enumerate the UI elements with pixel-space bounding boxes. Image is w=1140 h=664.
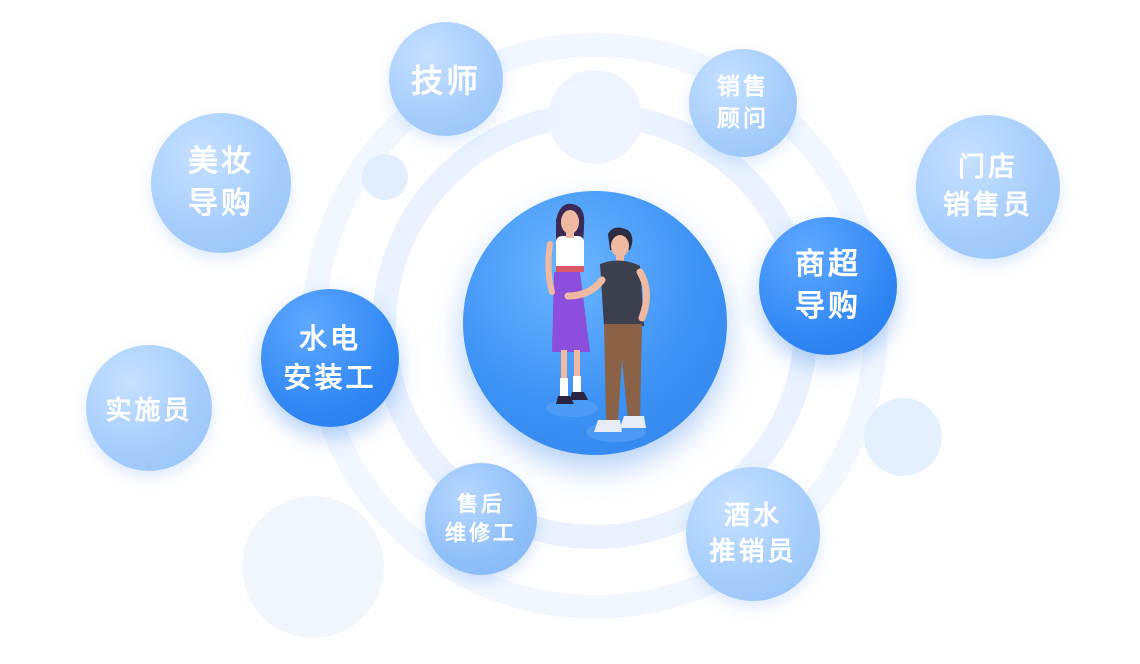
role-mall-guide[interactable]: 商超 导购 (759, 217, 897, 355)
role-technician[interactable]: 技师 (389, 22, 503, 136)
decor-circle (362, 154, 408, 200)
role-after-sales-repair[interactable]: 售后 维修工 (425, 463, 537, 575)
role-sales-consultant[interactable]: 销售 顾问 (689, 49, 797, 157)
role-line: 维修工 (445, 521, 517, 545)
role-line: 售后 (457, 491, 505, 516)
role-line: 实施员 (105, 395, 193, 426)
role-line: 美妆 (188, 144, 254, 179)
role-plumber-electrician[interactable]: 水电 安装工 (261, 289, 399, 427)
role-line: 商超 (795, 247, 861, 282)
role-line: 导购 (795, 289, 861, 324)
decor-circle (864, 398, 942, 476)
role-line: 推销员 (709, 537, 797, 567)
decor-circle (242, 496, 384, 638)
role-line: 安装工 (283, 361, 377, 394)
role-line: 销售员 (943, 190, 1033, 221)
man-figure (564, 227, 650, 432)
woman-figure (545, 203, 590, 404)
role-liquor-promoter[interactable]: 酒水 推销员 (686, 467, 820, 601)
role-line: 导购 (188, 186, 254, 221)
role-line: 技师 (410, 62, 481, 100)
role-line: 顾问 (717, 106, 769, 132)
role-line: 水电 (298, 321, 361, 355)
decor-circle (548, 70, 642, 164)
role-line: 门店 (958, 152, 1018, 184)
role-store-salesperson[interactable]: 门店 销售员 (916, 115, 1060, 259)
role-line: 酒水 (723, 500, 782, 531)
role-line: 销售 (717, 73, 769, 100)
role-implementer[interactable]: 实施员 (86, 345, 212, 471)
role-beauty-guide[interactable]: 美妆 导购 (151, 113, 291, 253)
